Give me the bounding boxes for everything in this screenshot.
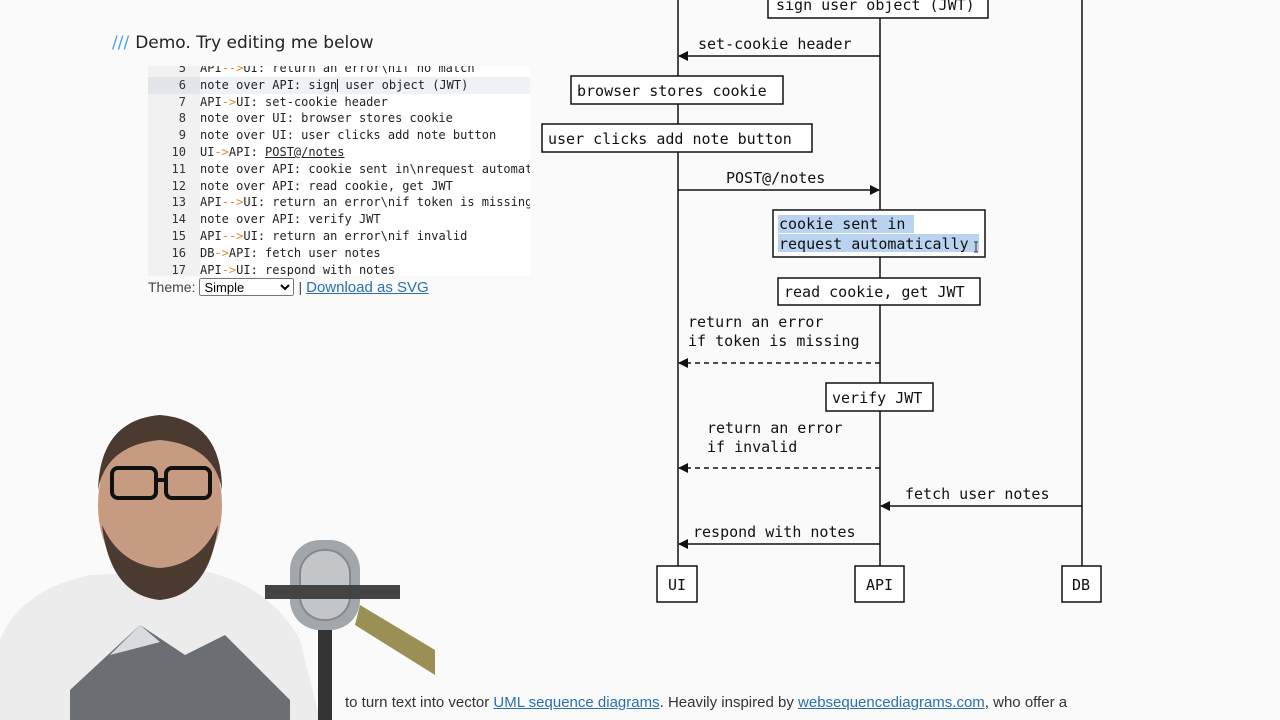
message-post-label: POST@/notes	[726, 169, 825, 187]
line-code: note over API: cookie sent in\nrequest a…	[200, 161, 530, 176]
footer-prefix: to turn text into vector	[345, 694, 494, 711]
participant-api: API	[854, 565, 905, 603]
line-code: note over UI: user clicks add note butto…	[200, 128, 497, 143]
line-code: API-->UI: return an error\nif token is m…	[200, 195, 530, 210]
note-user-clicks: user clicks add note button	[541, 123, 813, 153]
message-set-cookie: set-cookie header	[678, 35, 880, 61]
demo-title: /// Demo. Try editing me below	[112, 33, 374, 53]
message-error-invalid: return an error if invalid	[678, 419, 880, 473]
message-respond-label: respond with notes	[693, 523, 856, 541]
line-number: 10	[148, 143, 200, 161]
message-error-invalid-1: return an error	[707, 419, 842, 437]
note-cookie-sent: cookie sent in request automatically	[772, 209, 986, 258]
line-code: note over API: sign user object (JWT)	[200, 77, 469, 92]
line-number: 13	[148, 194, 200, 212]
line-number: 6	[148, 76, 200, 94]
participant-ui-label: UI	[668, 576, 686, 594]
demo-title-text: Demo. Try editing me below	[135, 33, 374, 53]
line-number: 14	[148, 211, 200, 228]
note-verify-jwt: verify JWT	[825, 382, 934, 412]
participant-db-label: DB	[1072, 576, 1090, 594]
message-respond-notes: respond with notes	[678, 523, 880, 549]
text-cursor-icon	[974, 241, 978, 253]
message-error-missing: return an error if token is missing	[678, 313, 880, 368]
separator: |	[298, 279, 303, 295]
message-error-invalid-2: if invalid	[707, 438, 797, 456]
line-number: 5	[148, 66, 200, 77]
note-read-text: read cookie, get JWT	[784, 283, 965, 301]
footer-suffix: , who offer a	[984, 694, 1068, 711]
note-read-cookie: read cookie, get JWT	[777, 277, 981, 306]
presenter-webcam-image	[0, 415, 435, 720]
participant-api-label: API	[866, 576, 893, 594]
note-sign-text: sign user object (JWT)	[776, 0, 975, 14]
line-number: 9	[148, 127, 200, 144]
note-cookie-line2: request automatically	[779, 235, 969, 253]
line-number: 16	[148, 244, 200, 262]
line-code: API->UI: set-cookie header	[200, 94, 388, 109]
footer-text: to turn text into vector UML sequence di…	[345, 694, 1067, 711]
line-code: note over UI: browser stores cookie	[200, 111, 453, 126]
theme-select[interactable]: Simple	[199, 278, 295, 296]
footer-middle: . Heavily inspired by	[659, 694, 799, 711]
line-number: 17	[148, 261, 200, 276]
message-post-notes: POST@/notes	[678, 169, 880, 195]
message-error-missing-1: return an error	[688, 313, 823, 331]
line-code: note over API: verify JWT	[200, 212, 381, 227]
line-number: 8	[148, 110, 200, 128]
line-code: API-->UI: return an error\nif invalid	[200, 228, 468, 243]
note-cookie-line1: cookie sent in	[779, 215, 905, 233]
line-code: API-->UI: return an error\nif no match	[200, 66, 475, 75]
selection-highlight-1	[778, 215, 914, 233]
websequencediagrams-link[interactable]: websequencediagrams.com	[798, 694, 985, 711]
message-set-cookie-label: set-cookie header	[698, 35, 852, 53]
note-browser-text: browser stores cookie	[577, 82, 767, 100]
uml-sequence-link[interactable]: UML sequence diagrams	[493, 694, 660, 711]
line-code: API->UI: respond with notes	[200, 262, 396, 276]
text-cursor	[337, 78, 339, 92]
line-number: 7	[148, 93, 200, 111]
message-fetch-notes: fetch user notes	[880, 485, 1082, 511]
note-verify-text: verify JWT	[832, 389, 922, 407]
line-number: 11	[148, 160, 200, 178]
note-browser-stores-cookie: browser stores cookie	[570, 75, 784, 105]
participant-ui: UI	[656, 565, 698, 603]
selection-highlight-2	[778, 234, 979, 252]
download-svg-link[interactable]: Download as SVG	[306, 278, 429, 296]
line-number: 12	[148, 177, 200, 195]
theme-row: Theme: Simple | Download as SVG	[148, 278, 429, 296]
line-code: UI->API: POST@/notes	[200, 144, 345, 159]
participant-db: DB	[1061, 565, 1102, 603]
comment-slashes: ///	[112, 33, 130, 53]
note-clicks-text: user clicks add note button	[548, 130, 792, 148]
line-code: note over API: read cookie, get JWT	[200, 178, 453, 193]
line-code: DB->API: fetch user notes	[200, 245, 381, 260]
message-error-missing-2: if token is missing	[688, 332, 860, 350]
line-number: 15	[148, 227, 200, 245]
note-sign-user-object: sign user object (JWT)	[767, 0, 989, 19]
theme-label: Theme:	[148, 279, 196, 295]
message-fetch-label: fetch user notes	[905, 485, 1050, 503]
